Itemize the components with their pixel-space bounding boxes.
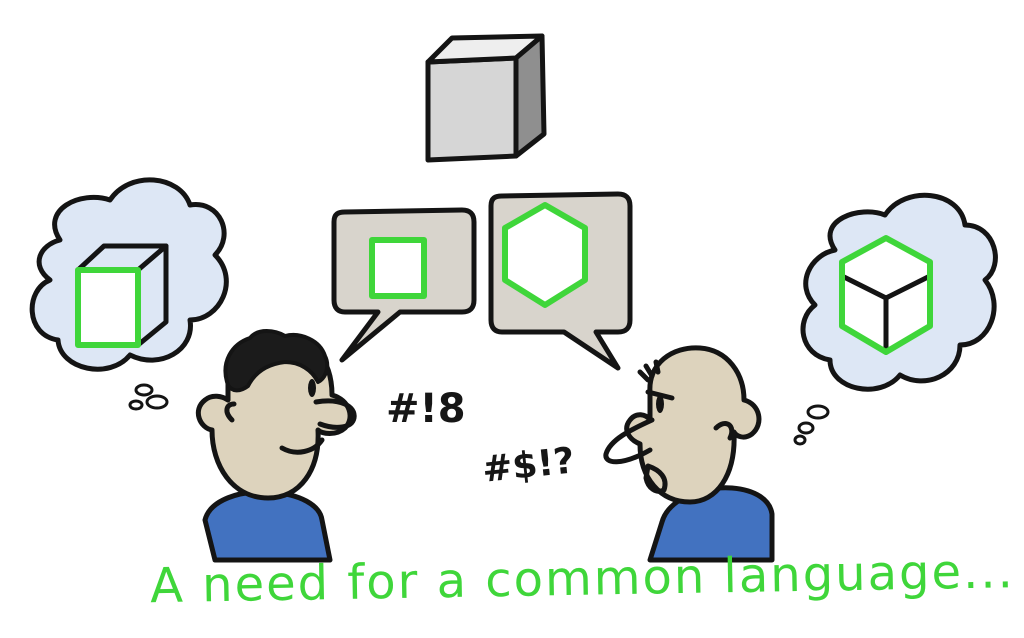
right-person-stress-lines	[637, 359, 661, 383]
left-person-nose	[313, 398, 357, 430]
caption-text: A need for a common language...	[149, 543, 1016, 615]
left-thought-cloud	[29, 177, 229, 411]
left-person-smile	[279, 437, 325, 455]
right-person-eye	[656, 395, 664, 413]
left-person	[195, 329, 357, 563]
right-thought-cloud	[793, 192, 998, 446]
left-speech-bubble	[331, 207, 477, 363]
hexagon-shape-icon	[502, 202, 588, 308]
right-person-eyebrow	[645, 389, 675, 401]
right-cube-corner-view	[839, 235, 933, 355]
left-person-eye	[308, 379, 316, 397]
right-speech-bubble	[488, 191, 633, 371]
right-person-shirt	[647, 485, 775, 563]
central-grey-cube	[425, 33, 547, 163]
left-person-curly-hair	[223, 329, 330, 393]
square-shape-icon	[369, 237, 427, 299]
left-cube-front-view	[75, 243, 169, 348]
right-person-grimace	[643, 463, 668, 494]
right-person	[603, 345, 775, 563]
left-exclamation: #!8	[386, 386, 466, 432]
right-exclamation: #$!?	[480, 440, 576, 490]
right-person-long-nose	[603, 417, 655, 465]
